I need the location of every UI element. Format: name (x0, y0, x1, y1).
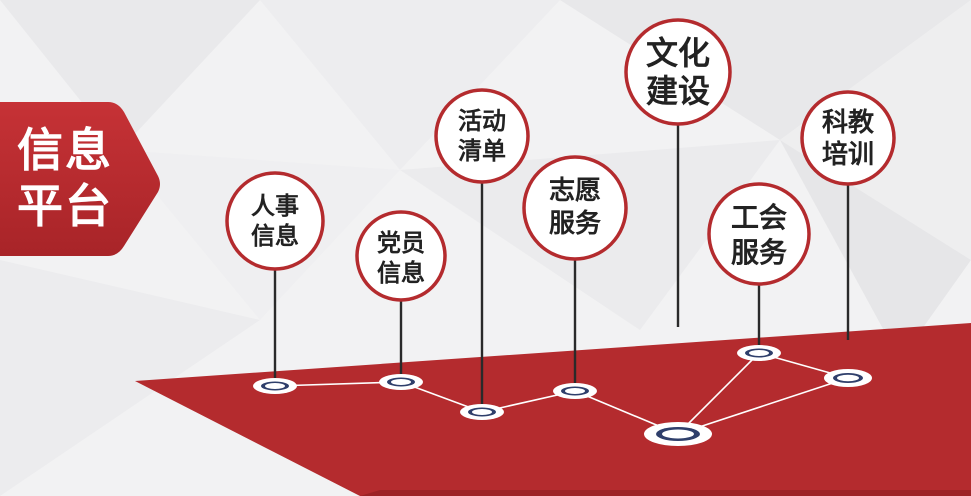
node-7 (824, 369, 872, 387)
pin7-line2: 培训 (821, 140, 874, 170)
pin-label-gonghui: 工会 服务 (714, 200, 804, 270)
pin4-line1: 志愿 (548, 176, 601, 206)
pin6-line1: 工会 (730, 201, 787, 234)
node-4 (553, 383, 597, 399)
red-platform (135, 323, 971, 496)
node-3 (460, 404, 504, 420)
pin-label-kejiao: 科教 培训 (808, 106, 888, 172)
pin5-line2: 建设 (645, 72, 710, 110)
pin-label-zhiyuan: 志愿 服务 (530, 174, 620, 242)
node-5 (644, 422, 712, 446)
node-2 (379, 374, 423, 390)
pin2-line2: 信息 (377, 259, 425, 287)
pin3-line2: 清单 (458, 137, 506, 165)
pin1-line2: 信息 (251, 222, 299, 250)
pin1-line1: 人事 (251, 192, 299, 220)
badge-line2: 平台 (17, 179, 113, 233)
node-1 (253, 378, 297, 394)
network-nodes (253, 345, 872, 446)
pin7-line1: 科教 (821, 108, 874, 138)
pin-label-renshi: 人事 信息 (235, 189, 315, 253)
pin5-line1: 文化 (645, 34, 710, 72)
pin-circles (225, 18, 896, 302)
pin-stems (273, 122, 850, 412)
badge-line1: 信息 (17, 123, 113, 177)
pin-label-huodong: 活动 清单 (442, 104, 522, 168)
badge-title: 信息 平台 (0, 122, 130, 234)
pin4-line2: 服务 (548, 209, 601, 239)
node-6 (737, 345, 781, 361)
platform-badge (0, 102, 160, 256)
pin6-line2: 服务 (730, 236, 787, 269)
pin2-line1: 党员 (377, 229, 425, 257)
pin-label-dangyuan: 党员 信息 (361, 226, 441, 290)
pin-label-wenhua: 文化 建设 (628, 34, 728, 110)
pin3-line1: 活动 (458, 107, 506, 135)
platform-edge (360, 490, 971, 496)
